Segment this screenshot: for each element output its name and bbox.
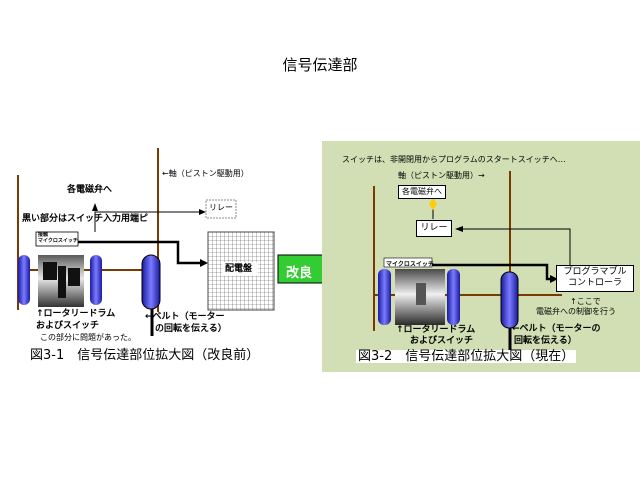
- left-shaft-label: ←軸（ピストン駆動用）: [162, 169, 249, 178]
- right-each-valve-label: 各電磁弁へ: [398, 185, 446, 199]
- left-wire-to-board: [75, 240, 205, 265]
- right-wire-plc-relay: [458, 228, 571, 269]
- right-diagram-drawing: [373, 171, 571, 351]
- improve-label: 改良: [286, 266, 313, 281]
- right-and-switch-label: およびスイッチ: [410, 336, 474, 346]
- right-plc-box: プログラマブル コントローラ: [556, 265, 634, 292]
- left-encoder-label: 接触 マイクロスイッチ: [38, 232, 78, 244]
- left-belt-roller: [141, 254, 161, 310]
- left-roller-1: [18, 255, 30, 305]
- right-sensor-label: マイクロスイッチ: [386, 261, 434, 268]
- right-belt-label-2: 回転を伝える）: [514, 336, 577, 346]
- right-lamp-icon: [429, 198, 437, 210]
- left-black-part-label: 黒い部分はスイッチ入力用端ピ: [22, 214, 149, 224]
- right-relay-box: リレー: [416, 220, 452, 238]
- right-control-note: 電磁弁への制御を行う: [536, 307, 616, 316]
- right-roller-1: [378, 269, 391, 325]
- page-title: 信号伝達部: [282, 56, 358, 74]
- left-problem-label: この部分に問題があった。: [40, 333, 136, 342]
- left-board-label: 配電盤: [225, 264, 253, 274]
- left-relay-box: [205, 199, 237, 219]
- left-roller-2: [90, 255, 102, 305]
- right-caption: 図3-2 信号伝達部位拡大図（現在）: [356, 349, 577, 364]
- right-switch-note: スイッチは、非開閉用からプログラムのスタートスイッチへ…: [342, 155, 566, 164]
- right-rotary-label: ↑ロータリードラム: [396, 325, 476, 335]
- left-wire-up: [94, 211, 205, 232]
- left-rotary-label: ↑ロータリードラム: [36, 309, 116, 319]
- right-belt-label: ←ベルト（モーターの: [512, 324, 601, 334]
- right-roller-2: [447, 269, 460, 325]
- left-diagram-drawing: [17, 148, 275, 336]
- right-plc-line1: プログラマブル: [563, 267, 627, 277]
- left-and-switch-label: およびスイッチ: [36, 321, 100, 331]
- left-caption: 図3-1 信号伝達部位拡大図（改良前）: [30, 348, 260, 363]
- right-shaft-label: 軸（ピストン駆動用）→: [398, 171, 485, 180]
- right-diagram: スイッチは、非開閉用からプログラムのスタートスイッチへ… 軸（ピストン駆動用）→…: [322, 141, 640, 372]
- right-plc-line2: コントローラ: [567, 278, 622, 289]
- left-each-valve-label: 各電磁弁へ: [67, 185, 113, 195]
- right-belt-roller: [500, 271, 519, 329]
- left-belt-label-2: の回転を伝える）: [155, 324, 227, 334]
- left-diagram: ←軸（ピストン駆動用） 各電磁弁へ リレー 黒い部分はスイッチ入力用端ピ 接触 …: [17, 148, 275, 363]
- right-here-label: ↑ここで: [570, 297, 601, 306]
- left-relay-label: リレー: [209, 203, 233, 212]
- left-belt-label: ←ベルト（モーター: [145, 312, 225, 322]
